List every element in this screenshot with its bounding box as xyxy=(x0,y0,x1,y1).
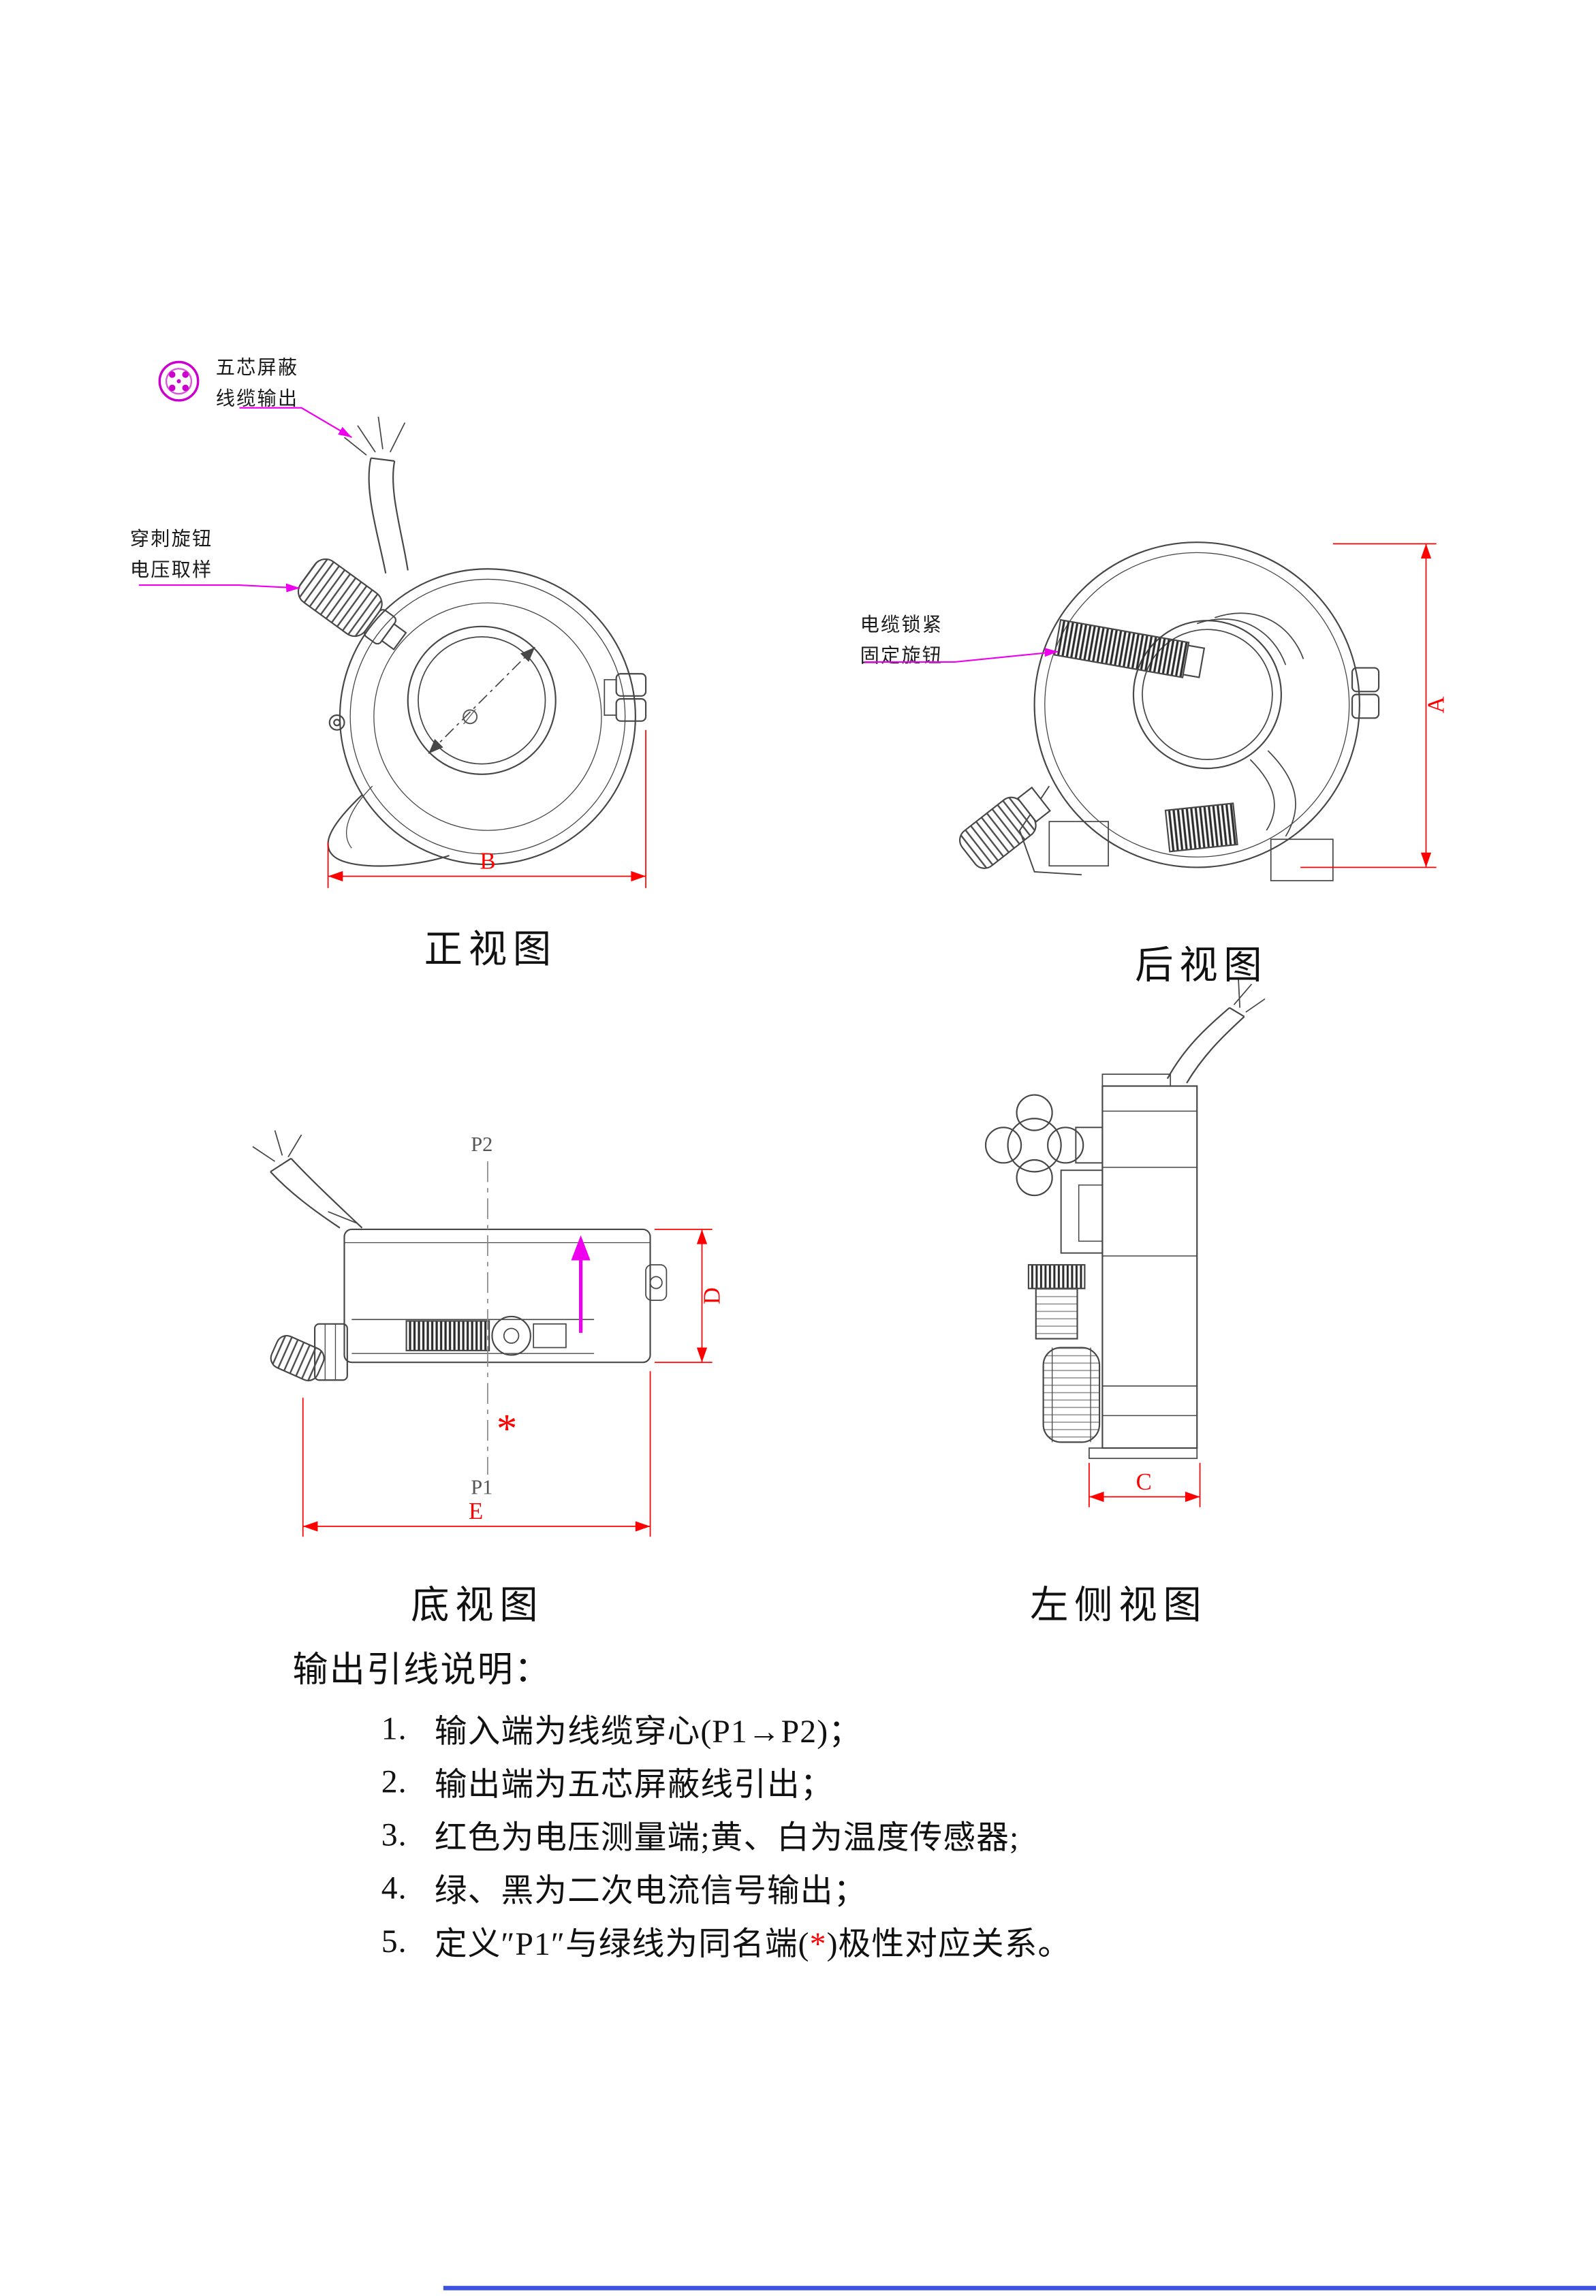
callout-line: 五芯屏蔽 xyxy=(215,356,299,379)
output-cable xyxy=(343,416,409,573)
bottom-view-drawing: P2 P1 * D E xyxy=(252,1130,725,1537)
cross-knob xyxy=(984,1094,1104,1197)
cable-hole-rear xyxy=(1132,620,1282,770)
p2-label: P2 xyxy=(471,1133,492,1156)
note-number: 5. xyxy=(381,1922,407,1960)
note-item-1: 1. 输入端为线缆穿心(P1→P2)； xyxy=(381,1702,1445,1755)
callout-line: 电缆锁紧 xyxy=(860,613,943,635)
view-title-bottom: 底视图 xyxy=(411,1584,544,1627)
p1-label: P1 xyxy=(471,1475,492,1498)
lower-cylinder xyxy=(1042,1347,1101,1443)
note-text: 红色为电压测量端;黄、白为温度传感器; xyxy=(434,1819,1020,1856)
dimension-e xyxy=(302,1371,651,1537)
diameter-symbol: ∅ xyxy=(461,706,479,729)
threaded-rod xyxy=(1053,618,1206,678)
bottom-border-line xyxy=(443,2286,1596,2290)
callout-cable-lock: 电缆锁紧 固定旋钮 xyxy=(860,609,943,671)
lock-knob-left xyxy=(1027,1263,1086,1340)
view-title-front: 正视图 xyxy=(424,928,557,971)
polarity-star: * xyxy=(497,1406,517,1451)
note-text-part: 定义″P1″与绿线为同名端( xyxy=(434,1925,810,1963)
callout-line: 线缆输出 xyxy=(215,387,299,409)
note-number: 1. xyxy=(381,1710,407,1747)
dim-label-d: D xyxy=(699,1287,725,1304)
note-item-2: 2. 输出端为五芯屏蔽线引出； xyxy=(381,1755,1445,1808)
notes-list: 1. 输入端为线缆穿心(P1→P2)； 2. 输出端为五芯屏蔽线引出； 3. 红… xyxy=(293,1702,1445,1968)
output-cable-bottom xyxy=(252,1130,363,1229)
cable-lock-knob xyxy=(958,786,1051,869)
note-number: 2. xyxy=(381,1763,407,1800)
dimension-b xyxy=(327,729,646,888)
dimension-a xyxy=(1300,543,1437,868)
dimension-d xyxy=(655,1229,713,1364)
ct-body xyxy=(327,568,647,867)
callout-cable-output: 五芯屏蔽 线缆输出 xyxy=(216,351,299,413)
polarity-star-inline: * xyxy=(809,1925,827,1963)
five-core-connector-icon xyxy=(158,360,200,402)
note-number: 4. xyxy=(381,1869,407,1906)
dim-label-e: E xyxy=(469,1498,483,1524)
front-view-drawing: ∅ B xyxy=(297,416,647,888)
note-text: 绿、黑为二次电流信号输出； xyxy=(434,1872,867,1909)
cable-through-hole xyxy=(407,625,557,775)
dim-label-a: A xyxy=(1423,696,1450,713)
lower-threaded-stub xyxy=(1164,802,1238,853)
note-text-part: )极性对应关系。 xyxy=(826,1925,1071,1963)
sensor-body-bottom xyxy=(328,1211,668,1364)
dim-label-c: C xyxy=(1136,1468,1152,1495)
note-item-3: 3. 红色为电压测量端;黄、白为温度传感器; xyxy=(381,1808,1445,1861)
dim-label-b: B xyxy=(480,848,495,875)
note-number: 3. xyxy=(381,1816,407,1853)
callout-piercing-knob: 穿刺旋钮 电压取样 xyxy=(130,523,213,585)
cable-left-view xyxy=(1166,978,1266,1084)
left-view-drawing: C xyxy=(984,978,1266,1507)
dimension-c xyxy=(1089,1462,1201,1507)
view-title-left: 左侧视图 xyxy=(1030,1584,1208,1627)
note-text: 输出端为五芯屏蔽线引出； xyxy=(434,1765,834,1803)
note-text: 定义″P1″与绿线为同名端(*)极性对应关系。 xyxy=(435,1918,1071,1965)
callout-line: 电压取样 xyxy=(129,559,213,581)
rear-view-drawing: A xyxy=(958,541,1450,881)
gland-and-knob xyxy=(270,1323,348,1382)
internal-mechanism xyxy=(405,1315,567,1356)
piercing-knob xyxy=(297,558,407,651)
notes-heading: 输出引线说明： xyxy=(292,1652,552,1690)
notes-section: 输出引线说明： 1. 输入端为线缆穿心(P1→P2)； 2. 输出端为五芯屏蔽线… xyxy=(293,1649,1445,1968)
note-item-4: 4. 绿、黑为二次电流信号输出； xyxy=(381,1861,1445,1915)
view-title-rear: 后视图 xyxy=(1135,944,1268,988)
callout-line: 固定旋钮 xyxy=(860,644,943,667)
note-item-5: 5. 定义″P1″与绿线为同名端(*)极性对应关系。 xyxy=(381,1915,1445,1968)
sensor-body-left xyxy=(1060,1073,1198,1460)
current-direction-arrow xyxy=(571,1235,591,1333)
note-text: 输入端为线缆穿心(P1→P2)； xyxy=(434,1712,862,1750)
callout-line: 穿刺旋钮 xyxy=(129,527,213,550)
